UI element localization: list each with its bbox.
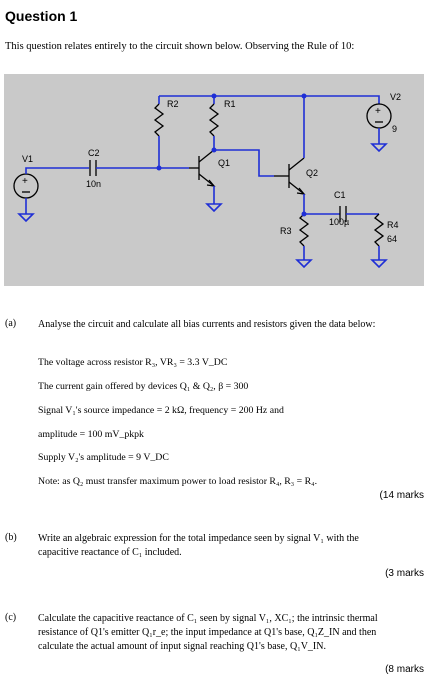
r4-value: 64	[387, 234, 397, 244]
q1-label: Q1	[218, 158, 230, 168]
junction-dot	[301, 211, 307, 217]
r4-label: R4	[387, 220, 399, 230]
part-c-label: (c)	[5, 612, 17, 623]
part-b-text-2: capacitive reactance of C₁ included.	[38, 547, 182, 558]
ground-icon	[205, 203, 223, 213]
part-c-text-1: Calculate the capacitive reactance of C₁…	[38, 613, 378, 624]
part-c-text-3: calculate the actual amount of input sig…	[38, 641, 326, 652]
ground-icon	[370, 143, 388, 153]
ground-icon	[17, 213, 35, 223]
c1-value: 100µ	[329, 217, 349, 227]
data-line-6: Note: as Q₂ must transfer maximum power …	[38, 476, 318, 487]
resistor-r3	[298, 213, 310, 247]
data-line-2: The current gain offered by devices Q₁ &…	[38, 381, 249, 392]
c1-label: C1	[334, 190, 346, 200]
circuit-diagram: R2 R1 + V2 9 V1 + C2 10n	[4, 74, 424, 286]
ground-icon	[370, 259, 388, 269]
part-c-text-2: resistance of Q1's emitter Q₁r_e; the in…	[38, 627, 377, 638]
question-title: Question 1	[5, 8, 78, 24]
r1-label: R1	[224, 99, 236, 109]
part-b-label: (b)	[5, 532, 17, 543]
part-a-label: (a)	[5, 318, 17, 329]
ground-icon	[295, 259, 313, 269]
part-c-marks: (8 marks	[385, 664, 424, 675]
r3-label: R3	[280, 226, 292, 236]
part-a-text: Analyse the circuit and calculate all bi…	[38, 319, 376, 330]
intro-text: This question relates entirely to the ci…	[5, 41, 355, 52]
resistor-r2	[153, 103, 165, 137]
data-line-1: The voltage across resistor R₃, VR₃ = 3.…	[38, 357, 228, 368]
svg-text:+: +	[22, 176, 28, 187]
r2-label: R2	[167, 99, 179, 109]
part-b-text-1: Write an algebraic expression for the to…	[38, 533, 359, 544]
resistor-r4	[373, 213, 385, 247]
part-b-marks: (3 marks	[385, 568, 424, 579]
data-line-4: amplitude = 100 mV_pkpk	[38, 429, 144, 440]
v1-label: V1	[22, 154, 33, 164]
top-rail-wire	[159, 95, 380, 104]
q2-label: Q2	[306, 168, 318, 178]
v2-label: V2	[390, 92, 401, 102]
circuit-schematic: R2 R1 + V2 9 V1 + C2 10n	[13, 92, 401, 269]
v2-value: 9	[392, 124, 397, 134]
data-line-3: Signal V₁'s source impedance = 2 kΩ, fre…	[38, 405, 284, 416]
resistor-r1	[208, 103, 220, 137]
capacitor-c2	[89, 160, 97, 176]
junction-dot	[156, 165, 162, 171]
c2-label: C2	[88, 148, 100, 158]
data-line-5: Supply V₂'s amplitude = 9 V_DC	[38, 452, 169, 463]
svg-text:+: +	[375, 106, 381, 117]
part-a-marks: (14 marks	[379, 490, 424, 501]
junction-dot	[211, 147, 217, 153]
c2-value: 10n	[86, 179, 101, 189]
